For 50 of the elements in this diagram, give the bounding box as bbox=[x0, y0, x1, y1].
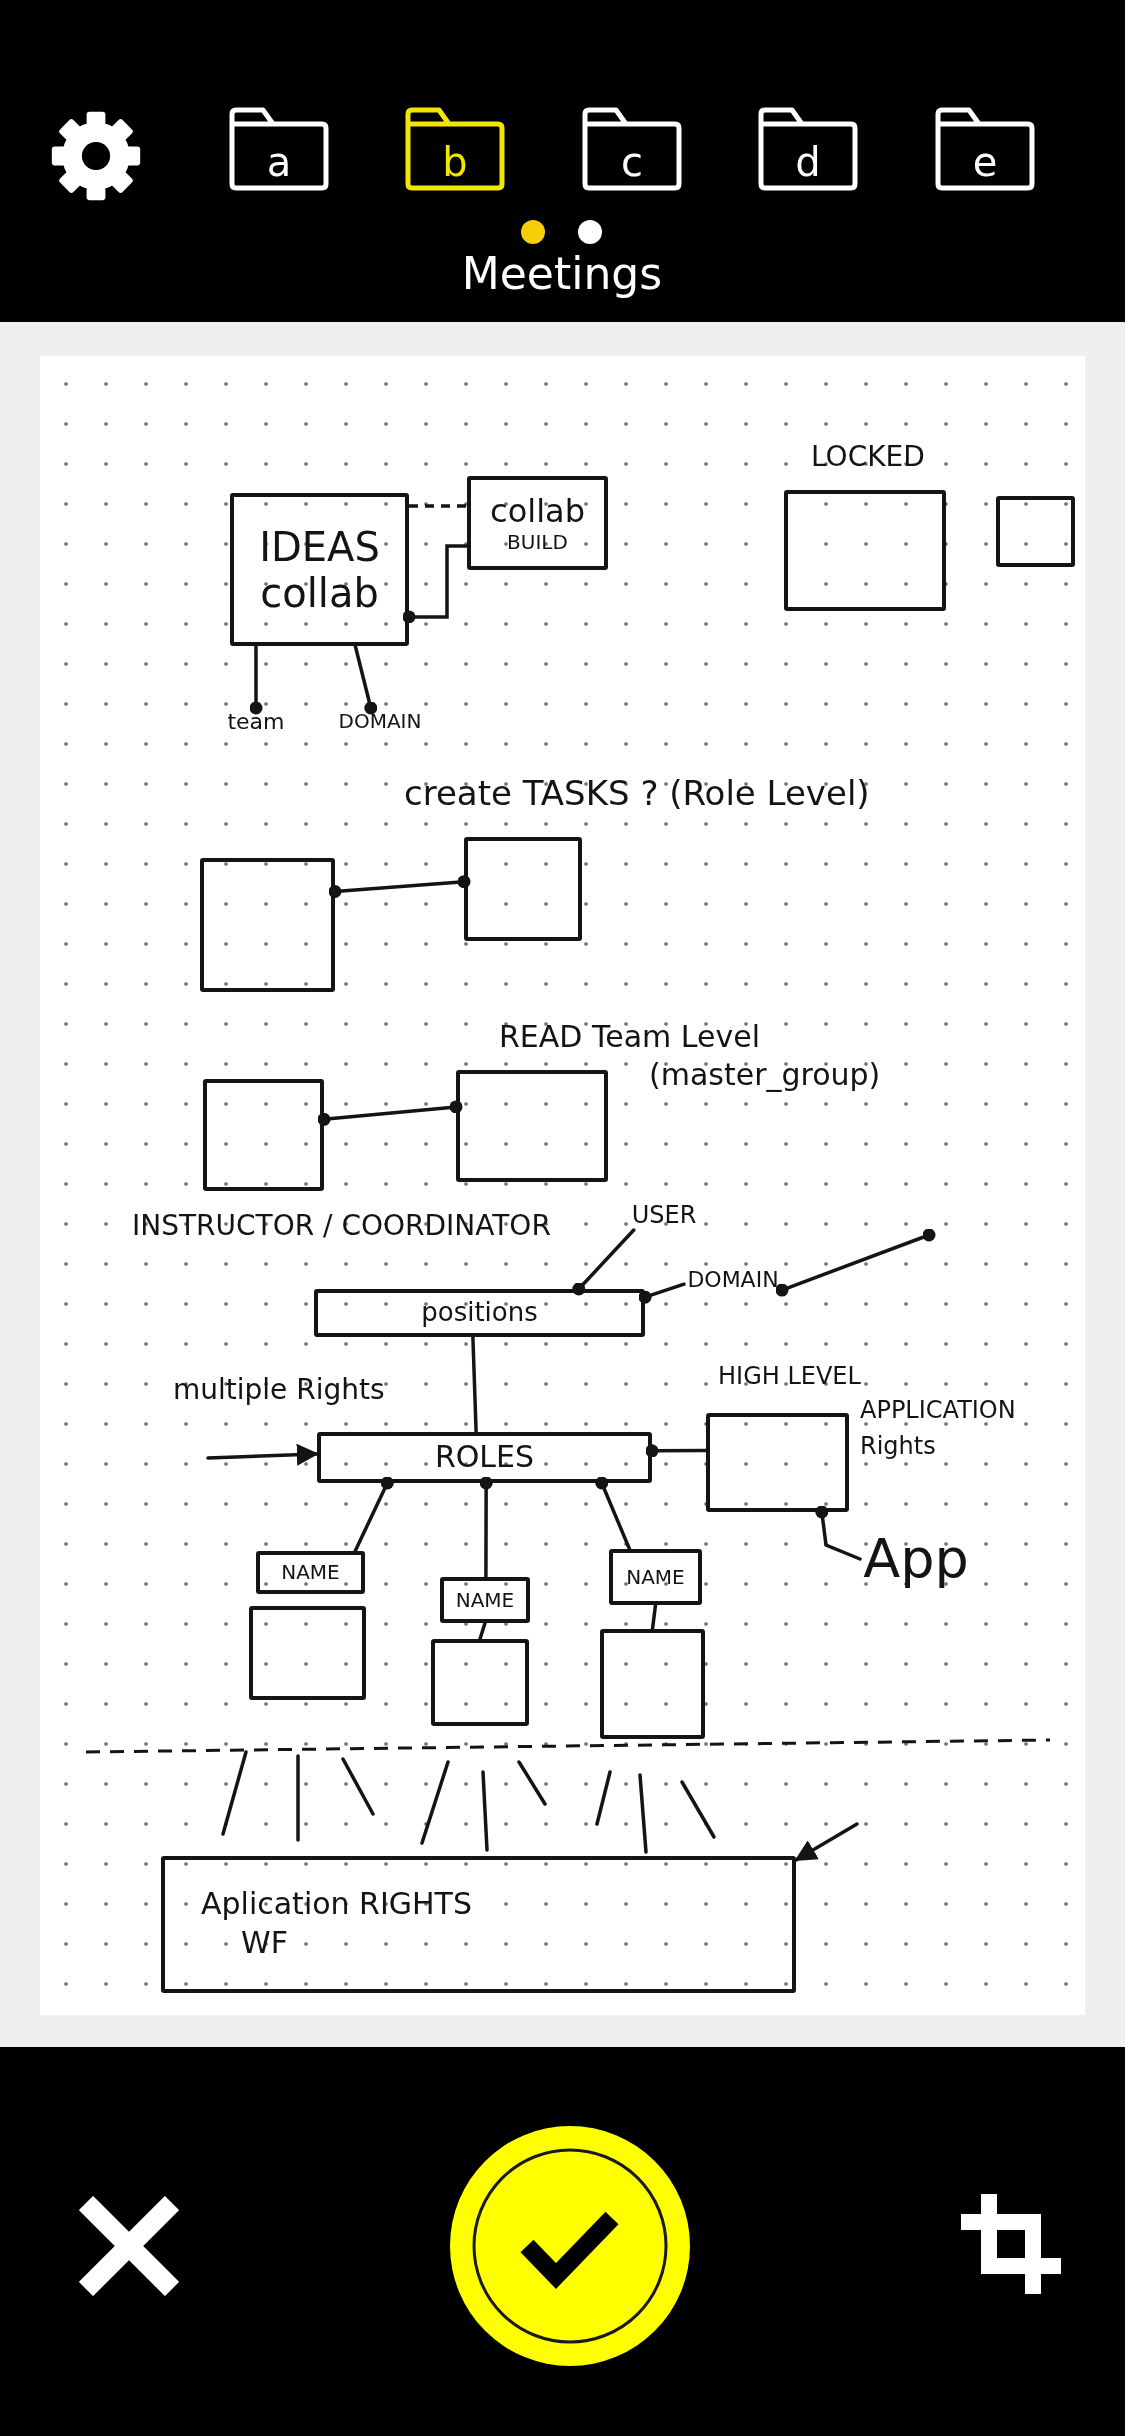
handwritten-text: collab bbox=[490, 491, 585, 531]
handwritten-text: team bbox=[224, 708, 288, 736]
handwritten-text: BUILD bbox=[507, 530, 568, 555]
sketch-box bbox=[456, 1070, 608, 1182]
connector-line bbox=[645, 1444, 708, 1458]
arrow bbox=[206, 1443, 319, 1466]
arrow bbox=[794, 1822, 859, 1862]
sketch-box bbox=[600, 1629, 705, 1739]
sketch-box bbox=[249, 1606, 366, 1700]
sketch-box bbox=[464, 837, 582, 941]
handwritten-text: LOCKED bbox=[811, 440, 925, 474]
folder-title: Meetings bbox=[461, 247, 663, 301]
connector-line bbox=[249, 644, 263, 715]
connector-line bbox=[595, 1476, 632, 1551]
handwritten-text: DOMAIN bbox=[684, 1266, 782, 1294]
sketch-box bbox=[467, 476, 608, 570]
connector-line bbox=[317, 1100, 463, 1126]
connector-line bbox=[471, 1335, 478, 1434]
connector-line bbox=[479, 1476, 493, 1579]
connector-line bbox=[650, 1603, 658, 1631]
sketch-box: ROLES bbox=[317, 1432, 652, 1483]
connector-line bbox=[775, 1228, 936, 1297]
handwritten-note: READ Team Level (master_group) bbox=[499, 1018, 882, 1093]
handwritten-note: INSTRUCTOR / COORDINATOR bbox=[132, 1208, 551, 1243]
sketch-box: NAME bbox=[256, 1551, 365, 1594]
handwritten-text: App bbox=[860, 1528, 972, 1590]
sketch-box: positions bbox=[314, 1289, 645, 1337]
handwritten-text: USER bbox=[628, 1200, 700, 1230]
handwritten-note: create TASKS ? (Role Level) bbox=[404, 772, 870, 815]
connector-line bbox=[353, 644, 378, 715]
connector-line bbox=[353, 1476, 394, 1553]
sketch-box: NAME bbox=[609, 1549, 702, 1605]
sketch-box bbox=[203, 1079, 324, 1191]
handwritten-note: multiple Rights bbox=[173, 1372, 385, 1407]
connector-line bbox=[478, 1621, 487, 1641]
sketch-box bbox=[996, 496, 1075, 567]
sketch-box: IDEAS collab bbox=[230, 493, 409, 646]
sketch-box: Aplication RIGHTS WF bbox=[161, 1856, 796, 1993]
connector-line bbox=[815, 1505, 862, 1561]
connector-line bbox=[402, 544, 469, 624]
handwritten-text: HIGH LEVEL bbox=[718, 1362, 861, 1391]
connector-line bbox=[572, 1228, 636, 1296]
connector-line bbox=[409, 504, 467, 508]
connector-line bbox=[638, 1282, 686, 1304]
handwritten-text: DOMAIN bbox=[334, 708, 426, 734]
connector-line bbox=[328, 875, 471, 898]
sketch-box bbox=[431, 1639, 529, 1726]
handwritten-text: APPLICATION Rights bbox=[860, 1395, 1017, 1462]
sketch-box: NAME bbox=[440, 1577, 530, 1623]
sketch-box bbox=[200, 858, 335, 992]
